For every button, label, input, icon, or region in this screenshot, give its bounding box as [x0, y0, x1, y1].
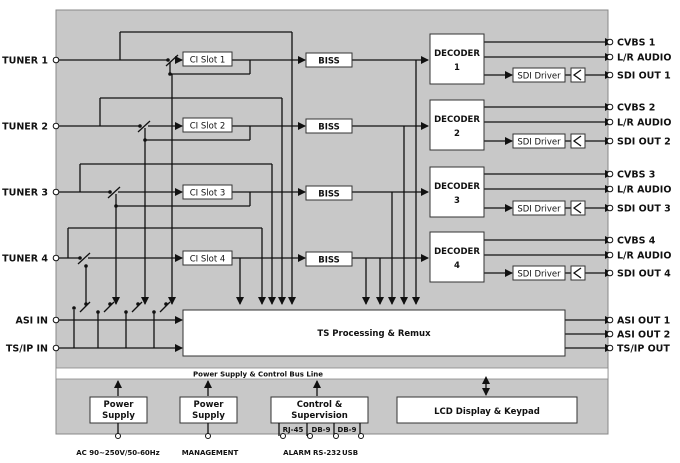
decoder-3	[429, 166, 485, 218]
asi-in-port	[52, 316, 60, 324]
power-supply-1-line2: Supply	[102, 411, 135, 421]
port-rj45: RJ-45	[283, 426, 304, 434]
sdi-driver-2-label: SDI Driver	[517, 138, 561, 148]
tuner4-label: TUNER 4	[2, 254, 48, 265]
management-port	[205, 433, 211, 439]
biss-3-label: BISS	[318, 190, 340, 200]
biss-1-label: BISS	[318, 57, 340, 67]
lr-audio-1-label: L/R AUDIO	[617, 53, 671, 64]
management-label: MANAGEMENT	[182, 449, 239, 457]
sdi-driver-1-label: SDI Driver	[517, 72, 561, 82]
power-supply-1-line1: Power	[104, 400, 135, 410]
power-supply-1	[89, 396, 148, 424]
decoder-1-label: DECODER	[434, 49, 480, 59]
tuner3-port	[52, 188, 60, 196]
decoder-2-num: 2	[454, 129, 460, 139]
sdi-driver-3	[512, 200, 566, 216]
control-line2: Supervision	[291, 411, 348, 421]
decoder-4-label: DECODER	[434, 247, 480, 257]
rs232-port-b	[333, 433, 339, 439]
sdi-out3-label: SDI OUT 3	[617, 204, 671, 215]
lcd-label: LCD Display & Keypad	[434, 407, 540, 417]
sdi-driver-1	[512, 67, 566, 83]
power-supply-2	[179, 396, 238, 424]
ac-port	[115, 433, 121, 439]
tsip-in-port	[52, 344, 60, 352]
decoder-3-num: 3	[454, 196, 460, 206]
buffer-icon	[570, 67, 586, 281]
bus-line	[55, 367, 609, 380]
alarm-label: ALARM	[283, 449, 311, 457]
asi-in-label: ASI IN	[15, 316, 48, 327]
ac-label: AC 90~250V/50-60Hz	[76, 449, 160, 457]
lr-audio-2-label: L/R AUDIO	[617, 118, 671, 129]
biss-2-label: BISS	[318, 123, 340, 133]
sdi-out4-label: SDI OUT 4	[617, 269, 671, 280]
power-supply-2-line2: Supply	[192, 411, 225, 421]
asi-out2-label: ASI OUT 2	[617, 330, 670, 341]
tuner1-port	[52, 56, 60, 64]
tsip-in-label: TS/IP IN	[6, 344, 48, 355]
control-line1: Control &	[297, 400, 343, 410]
ci-slot-2-label: CI Slot 2	[190, 122, 226, 132]
biss-2	[305, 118, 353, 134]
tuner1-label: TUNER 1	[2, 56, 48, 67]
decoder-3-label: DECODER	[434, 182, 480, 192]
asi-in-network	[56, 301, 183, 352]
ci-slot-2	[182, 117, 233, 133]
decoder-1-num: 1	[454, 63, 460, 73]
cvbs1-label: CVBS 1	[617, 38, 655, 49]
tuner3-label: TUNER 3	[2, 188, 48, 199]
tuner2-label: TUNER 2	[2, 122, 48, 133]
ci-slot-3	[182, 184, 233, 200]
ci-slot-1-label: CI Slot 1	[190, 56, 226, 66]
ci-slot-4	[182, 250, 233, 266]
decoder-1	[429, 33, 485, 85]
cvbs4-label: CVBS 4	[617, 236, 656, 247]
sdi-driver-4	[512, 265, 566, 281]
tuner2-port	[52, 122, 60, 130]
port-db9-b: DB-9	[338, 426, 357, 434]
bus-line-label: Power Supply & Control Bus Line	[193, 371, 323, 379]
decoder-4-num: 4	[454, 261, 460, 271]
alarm-port	[280, 433, 286, 439]
usb-label: USB	[342, 449, 358, 457]
lcd-keypad-box	[396, 396, 578, 424]
ts-processing-label: TS Processing & Remux	[317, 329, 431, 339]
power-supply-2-line1: Power	[194, 400, 225, 410]
lr-audio-3-label: L/R AUDIO	[617, 185, 671, 196]
ci-slot-4-label: CI Slot 4	[190, 255, 226, 265]
rs232-label: RS-232	[313, 449, 341, 457]
biss-4	[305, 251, 353, 267]
asi-out1-label: ASI OUT 1	[617, 316, 670, 327]
tuner4-port	[52, 254, 60, 262]
ci-slot-3-label: CI Slot 3	[190, 189, 226, 199]
lr-audio-4-label: L/R AUDIO	[617, 251, 671, 262]
biss-3	[305, 185, 353, 201]
decoder-2-label: DECODER	[434, 115, 480, 125]
decoder-4	[429, 231, 485, 283]
sdi-driver-4-label: SDI Driver	[517, 270, 561, 280]
ts-processing-box	[182, 309, 566, 357]
biss-1	[305, 52, 353, 68]
tuner-lines	[56, 31, 429, 305]
junction-dots	[78, 58, 172, 268]
decoder-outputs	[484, 38, 613, 352]
tsip-out-label: TS/IP OUT	[617, 344, 670, 355]
output-ports	[606, 38, 614, 352]
control-supervision	[270, 396, 369, 424]
sdi-out1-label: SDI OUT 1	[617, 71, 671, 82]
sdi-driver-2	[512, 133, 566, 149]
cvbs3-label: CVBS 3	[617, 170, 655, 181]
rs232-port	[307, 433, 313, 439]
biss-4-label: BISS	[318, 256, 340, 266]
cvbs2-label: CVBS 2	[617, 103, 655, 114]
decoder-2	[429, 99, 485, 151]
usb-port	[358, 433, 364, 439]
sdi-driver-3-label: SDI Driver	[517, 205, 561, 215]
port-db9-a: DB-9	[312, 426, 331, 434]
ci-slot-1	[182, 51, 233, 67]
sdi-out2-label: SDI OUT 2	[617, 137, 671, 148]
